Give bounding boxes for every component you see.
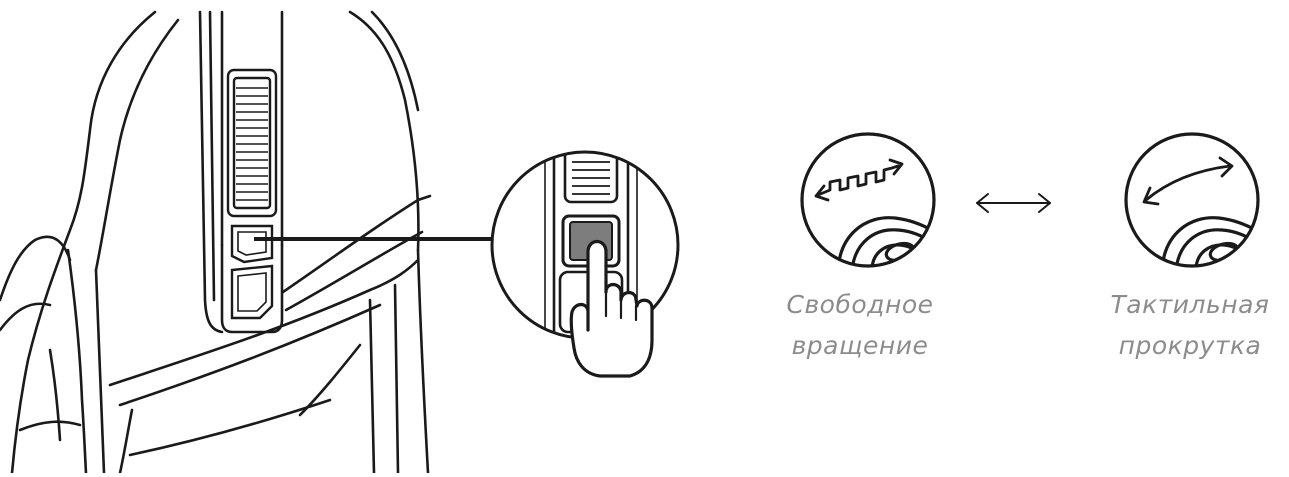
tactile-label-line2: прокрутка: [1118, 331, 1262, 360]
mouse-body: [0, 10, 432, 475]
free-spin-caption: Свободное вращение: [770, 284, 950, 366]
free-spin-label-line2: вращение: [791, 331, 929, 360]
scroll-wheel: [226, 68, 278, 218]
hand-pointer-icon: [569, 239, 654, 378]
lower-button: [230, 264, 274, 320]
double-arrow-icon: [976, 193, 1051, 213]
tactile-scroll-caption: Тактильная прокрутка: [1095, 284, 1285, 366]
tactile-label-line1: Тактильная: [1110, 290, 1270, 319]
mode-button: [230, 224, 274, 264]
tactile-scroll-wheel-icon: [1124, 132, 1260, 268]
free-spin-label-line1: Свободное: [786, 290, 934, 319]
free-spin-wheel-icon: [800, 132, 936, 268]
